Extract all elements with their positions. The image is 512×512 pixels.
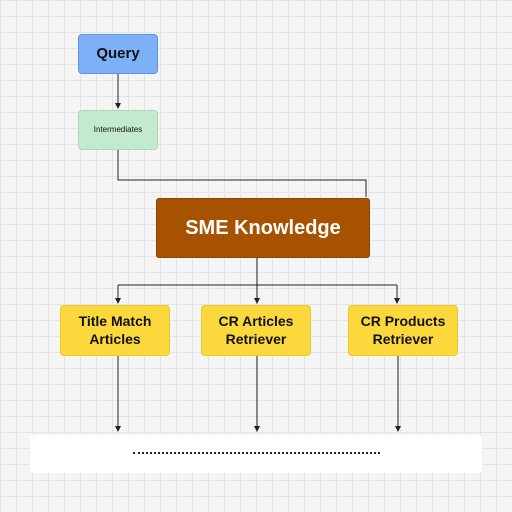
query-node[interactable]: Query — [78, 34, 158, 74]
output-placeholder-dots — [133, 452, 380, 454]
intermediates-node[interactable]: Intermediates — [78, 110, 158, 150]
sme-knowledge-node[interactable]: SME Knowledge — [156, 198, 370, 258]
edge-intermediates-sme — [117, 150, 367, 197]
intermediates-node-label: Intermediates — [93, 125, 143, 134]
query-node-label: Query — [96, 44, 140, 62]
title-match-articles-node-label: Title Match Articles — [78, 313, 152, 347]
output-panel — [30, 435, 482, 473]
cr-articles-retriever-node[interactable]: CR Articles Retriever — [201, 305, 311, 356]
cr-products-retriever-node[interactable]: CR Products Retriever — [348, 305, 458, 356]
cr-articles-retriever-node-label: CR Articles Retriever — [218, 313, 294, 347]
cr-products-retriever-node-label: CR Products Retriever — [360, 313, 446, 347]
sme-knowledge-node-label: SME Knowledge — [185, 216, 341, 239]
title-match-articles-node[interactable]: Title Match Articles — [60, 305, 170, 356]
